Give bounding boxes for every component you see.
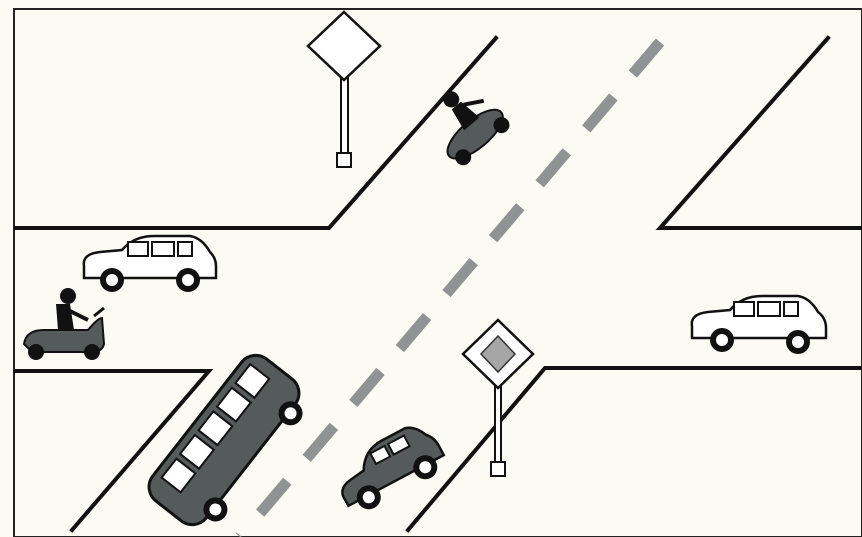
priority-road-sign-bottom bbox=[461, 318, 535, 477]
car-right bbox=[690, 294, 828, 354]
center-lane-marking bbox=[235, 38, 665, 537]
bus bbox=[147, 353, 308, 527]
diamond-sign-top bbox=[306, 10, 382, 168]
car-dark bbox=[341, 426, 446, 514]
scooter-left bbox=[22, 288, 106, 360]
frame-border bbox=[13, 8, 862, 537]
edge-lower-right bbox=[405, 366, 862, 533]
edge-lower-left bbox=[14, 369, 214, 533]
car-left bbox=[82, 234, 218, 292]
edge-upper-left bbox=[14, 35, 499, 230]
edge-upper-right bbox=[655, 35, 862, 230]
scooter-top bbox=[443, 91, 510, 166]
road-edges bbox=[14, 35, 862, 533]
